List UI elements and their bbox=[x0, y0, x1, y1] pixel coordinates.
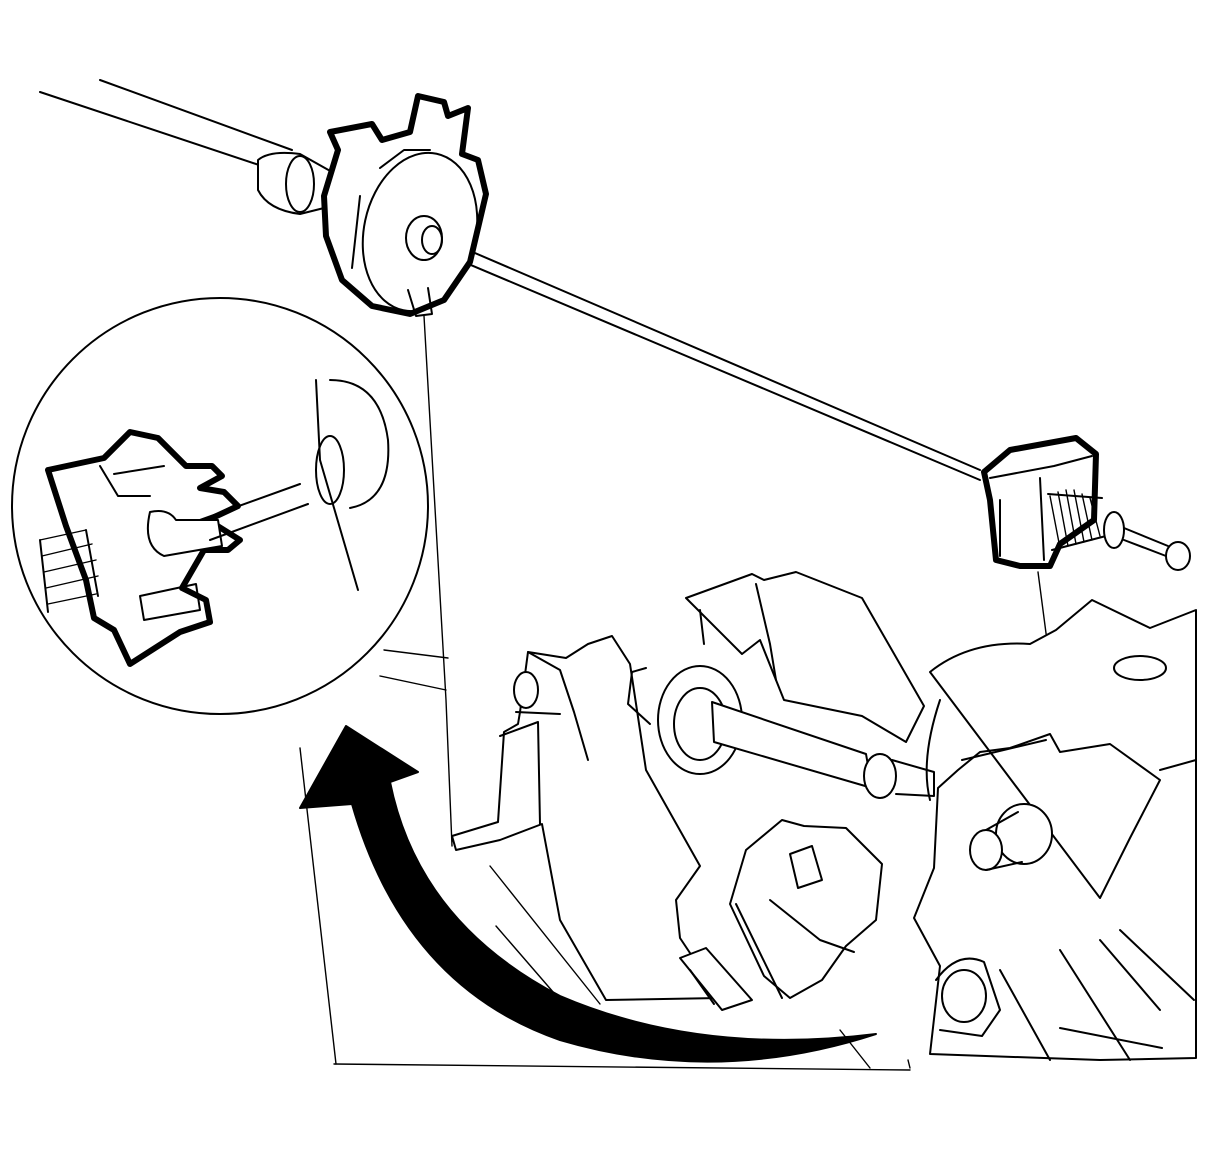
shift-cable bbox=[39, 79, 981, 481]
shaft-bushing bbox=[627, 665, 935, 799]
cable-end-fitting bbox=[981, 435, 1191, 571]
detail-view-clip bbox=[39, 429, 243, 667]
detail-view bbox=[11, 297, 429, 715]
spring bbox=[1047, 489, 1107, 551]
shifter-base bbox=[299, 571, 1197, 1071]
pivot-stud bbox=[969, 803, 1053, 871]
rotation-arrow bbox=[299, 725, 877, 1063]
cable-bracket-clip bbox=[321, 93, 489, 317]
